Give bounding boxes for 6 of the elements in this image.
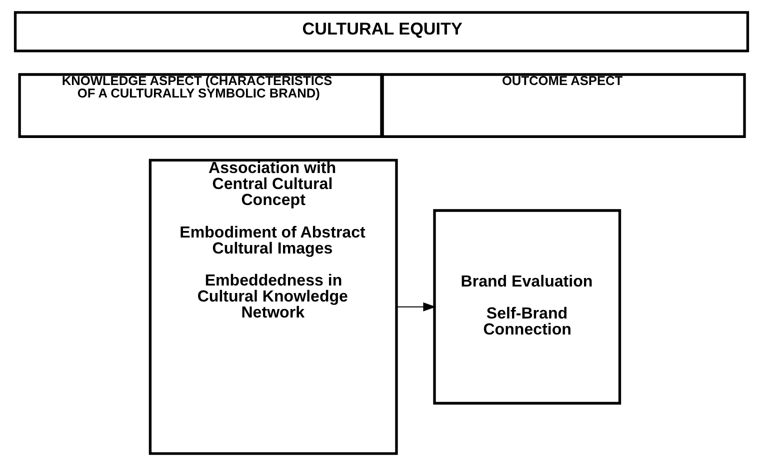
arrow	[396, 302, 436, 312]
node-box: KNOWLEDGE ASPECT (CHARACTERISTICS OF A CULTURALLY SYMBOLIC BRAND)	[18, 73, 382, 138]
node-box: Association with Central Cultural Concept Embodiment of Abstract Cultural Images Embeddedness in Cultural Knowledge Network	[148, 158, 398, 455]
node-box: OUTCOME ASPECT	[380, 73, 746, 138]
node-box: Brand Evaluation Self-Brand Connection	[432, 209, 621, 405]
node-box: CULTURAL EQUITY	[13, 11, 749, 52]
